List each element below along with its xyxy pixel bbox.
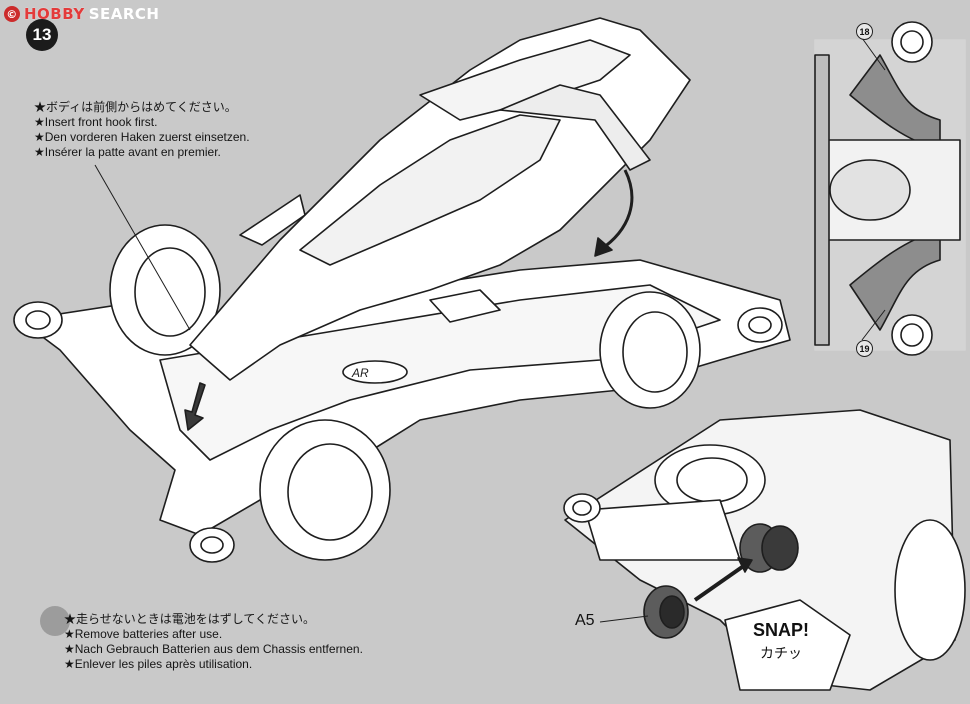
- snap-callout: [724, 599, 851, 691]
- watermark-search: SEARCH: [88, 5, 160, 23]
- instruction-remove-batteries: ★走らせないときは電池をはずしてください。 ★Remove batteries …: [64, 612, 363, 672]
- instruction-front-hook-en: ★Insert front hook first.: [34, 115, 158, 129]
- inset-roller-19: [891, 314, 933, 356]
- watermark-logo-icon: ©: [4, 6, 20, 22]
- part-label-a5: A5: [575, 612, 595, 629]
- snap-text: SNAP!: [752, 620, 809, 640]
- battery-cap-a5: [643, 585, 689, 639]
- chassis-logo: AR: [351, 366, 369, 380]
- caution-dot-icon: [40, 606, 70, 636]
- snap-text-jp: カチッ: [760, 645, 802, 661]
- step-number-badge: 13: [26, 19, 58, 51]
- detail-roller: [563, 493, 601, 523]
- body-canopy: [299, 114, 561, 266]
- instruction-remove-batteries-de: ★Nach Gebrauch Batterien aus dem Chassis…: [64, 642, 363, 656]
- rear-wing: [239, 194, 306, 246]
- snap-label: SNAP! カチッ: [732, 620, 830, 663]
- roller-front-bottom: [189, 527, 235, 563]
- hook-arrow-front: [184, 382, 206, 431]
- instruction-remove-batteries-fr: ★Enlever les piles après utilisation.: [64, 657, 253, 671]
- instruction-remove-batteries-jp: ★走らせないときは電池をはずしてください。: [64, 612, 316, 626]
- watermark: © HOBBY SEARCH: [4, 4, 160, 24]
- watermark-hobby: HOBBY: [24, 5, 85, 23]
- instruction-front-hook-de: ★Den vorderen Haken zuerst einsetzen.: [34, 130, 250, 144]
- instruction-front-hook-jp: ★ボディは前側からはめてください。: [34, 100, 237, 114]
- roller-rear-right: [737, 307, 783, 343]
- part-number-18: 18: [856, 23, 873, 40]
- roller-front-left: [13, 301, 63, 339]
- instruction-front-hook-fr: ★Insérer la patte avant en premier.: [34, 145, 221, 159]
- part-number-19: 19: [856, 340, 873, 357]
- inset-roller-18: [891, 21, 933, 63]
- instruction-front-hook: ★ボディは前側からはめてください。 ★Insert front hook fir…: [34, 100, 250, 160]
- insert-arrow: [693, 563, 747, 602]
- instruction-remove-batteries-en: ★Remove batteries after use.: [64, 627, 223, 641]
- hook-arrow-rear: [599, 169, 634, 252]
